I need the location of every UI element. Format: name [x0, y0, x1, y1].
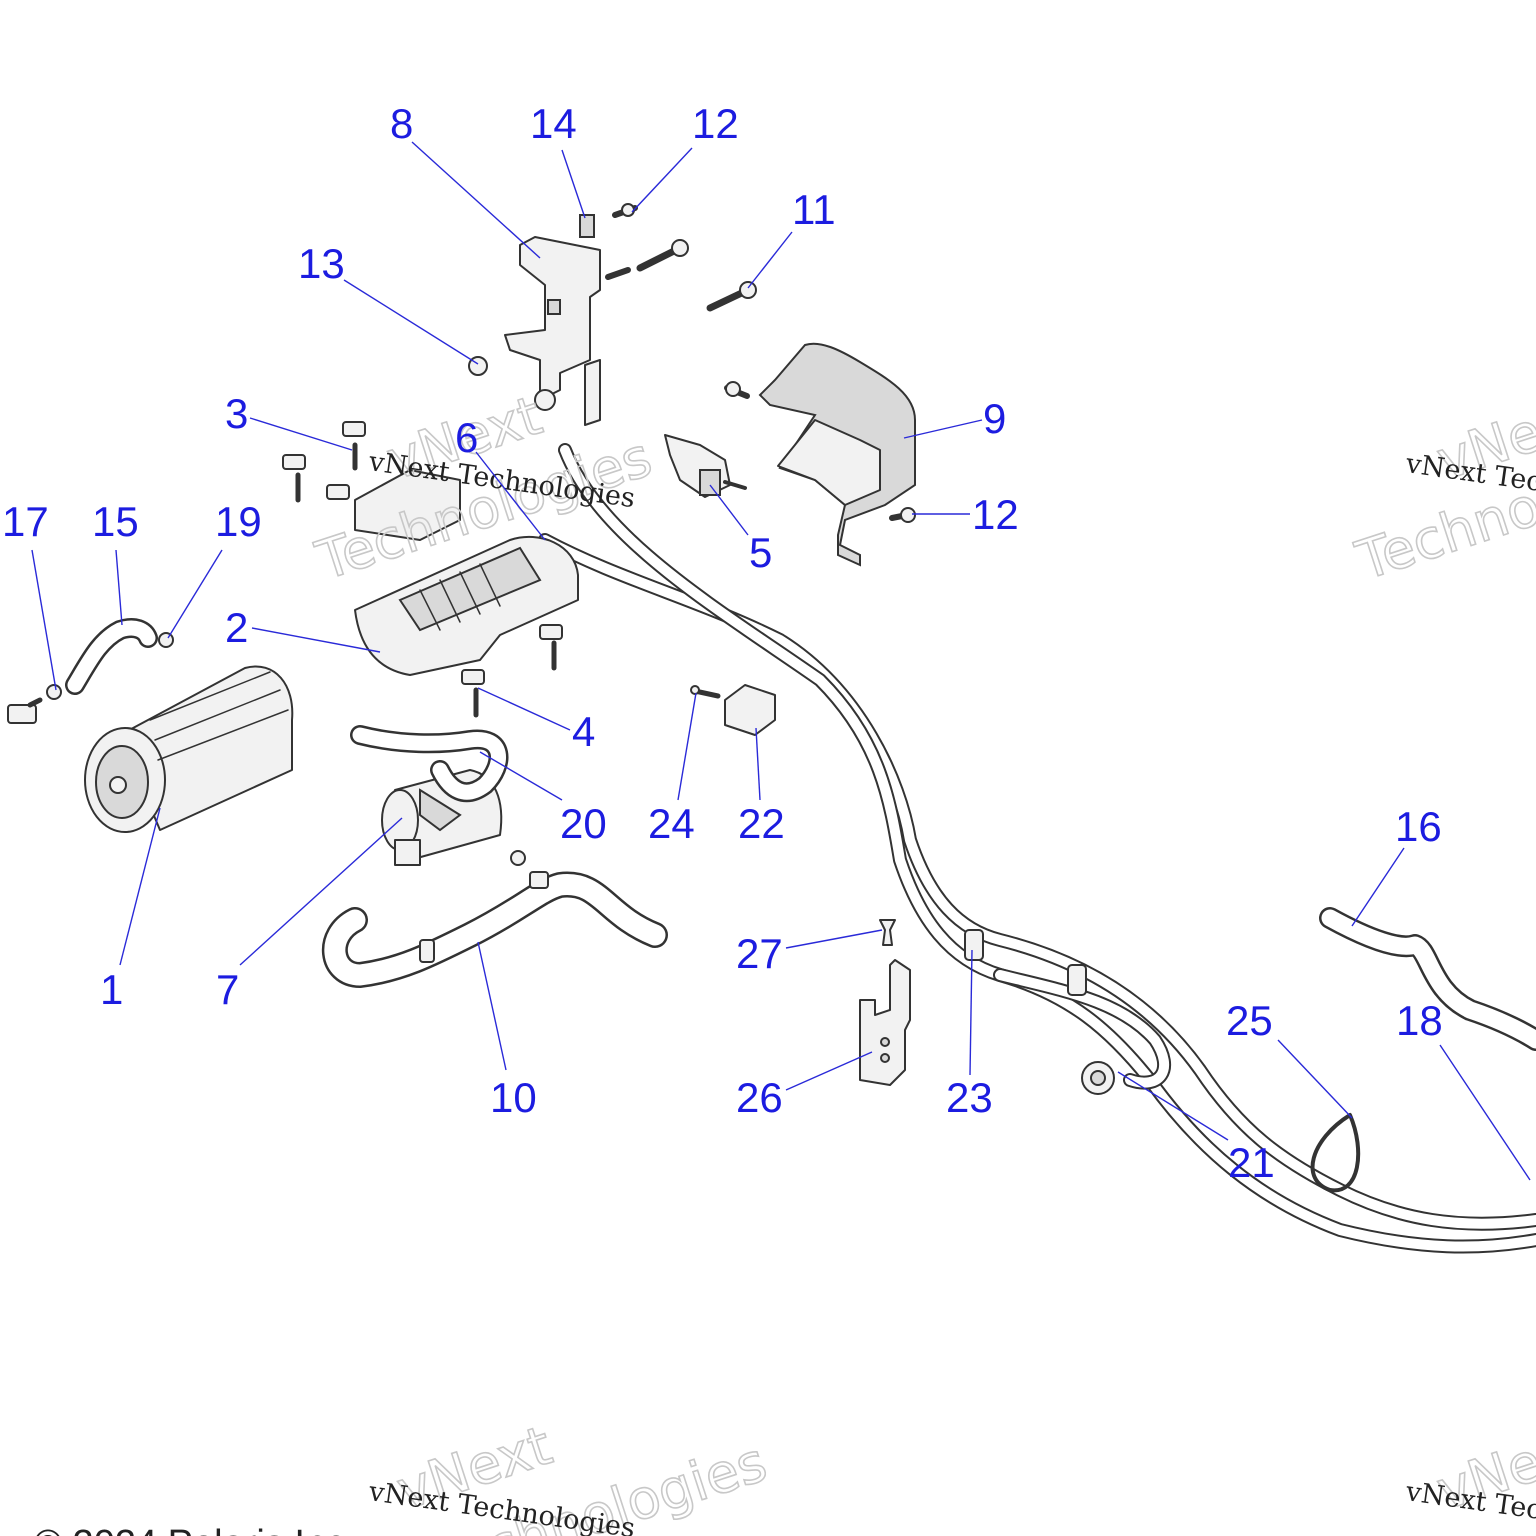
callout-23: 23 — [946, 1074, 993, 1121]
fasteners — [7, 203, 916, 963]
callout-18: 18 — [1396, 997, 1443, 1044]
callout-labels: 8 14 12 11 13 3 6 9 5 12 17 15 19 2 4 20… — [2, 100, 1443, 1186]
watermark-bottom-right: vNext vNext Technologies — [1403, 1413, 1536, 1536]
hose-15 — [65, 618, 158, 695]
callout-19: 19 — [215, 498, 262, 545]
leader-5 — [709, 484, 749, 536]
leader-8 — [411, 141, 541, 259]
callout-1: 1 — [100, 966, 123, 1013]
canister-7 — [381, 769, 503, 866]
callout-24: 24 — [648, 800, 695, 847]
leader-6 — [475, 451, 546, 541]
leader-14 — [561, 149, 586, 219]
hose-20 — [350, 725, 509, 803]
leader-10 — [477, 941, 507, 1071]
leader-25 — [1277, 1039, 1353, 1119]
callout-10: 10 — [490, 1074, 537, 1121]
bracket-26 — [859, 959, 911, 1086]
callout-21: 21 — [1228, 1139, 1275, 1186]
leader-2 — [251, 627, 381, 653]
callout-12a: 12 — [692, 100, 739, 147]
callout-9: 9 — [983, 395, 1006, 442]
leader-3 — [249, 417, 353, 451]
heat-shield-9 — [758, 342, 916, 567]
leader-16 — [1351, 847, 1405, 927]
clip-22 — [724, 684, 776, 736]
callout-8: 8 — [390, 100, 413, 147]
leader-7 — [239, 817, 403, 966]
callout-25: 25 — [1226, 997, 1273, 1044]
leader-17 — [31, 549, 57, 691]
leader-12a — [631, 147, 693, 213]
callout-16: 16 — [1395, 803, 1442, 850]
mount-bracket-2 — [354, 469, 579, 676]
callout-26: 26 — [736, 1074, 783, 1121]
leader-21 — [1117, 1071, 1229, 1141]
callout-22: 22 — [738, 800, 785, 847]
leader-27 — [785, 929, 883, 949]
callout-17: 17 — [2, 498, 49, 545]
leader-9 — [903, 419, 983, 439]
callout-20: 20 — [560, 800, 607, 847]
hose-10 — [321, 871, 668, 988]
leader-11 — [747, 231, 793, 289]
leader-22 — [755, 727, 761, 801]
callout-15: 15 — [92, 498, 139, 545]
callout-14: 14 — [530, 100, 577, 147]
leader-lines — [31, 141, 1531, 1181]
leader-13 — [343, 279, 479, 365]
canister-1 — [84, 665, 294, 833]
main-hose-bundle — [538, 443, 1536, 1254]
part-illustrations — [7, 203, 1536, 1254]
callout-6: 6 — [455, 414, 478, 461]
callout-13: 13 — [298, 240, 345, 287]
leader-19 — [167, 549, 223, 639]
watermark-right: vNext Technologies vNext Technologies — [1348, 383, 1536, 594]
watermark-bottom-center: vNext Technologies vNext Technologies — [366, 1413, 775, 1536]
leader-18 — [1439, 1044, 1531, 1181]
callout-3: 3 — [225, 390, 248, 437]
leader-1 — [119, 807, 161, 966]
leader-23 — [969, 949, 973, 1076]
leader-24 — [677, 692, 697, 801]
valve-5 — [664, 434, 747, 498]
leader-26 — [785, 1051, 873, 1091]
callout-11: 11 — [792, 186, 836, 233]
leader-15 — [115, 549, 123, 626]
callout-4: 4 — [572, 708, 595, 755]
callout-5: 5 — [749, 529, 772, 576]
leader-4 — [477, 687, 571, 731]
callout-2: 2 — [225, 604, 248, 651]
callout-12b: 12 — [972, 491, 1019, 538]
bracket-8 — [504, 214, 601, 426]
callout-7: 7 — [216, 966, 239, 1013]
hose-16 — [1319, 907, 1536, 1051]
leader-20 — [479, 751, 563, 801]
callout-27: 27 — [736, 930, 783, 977]
